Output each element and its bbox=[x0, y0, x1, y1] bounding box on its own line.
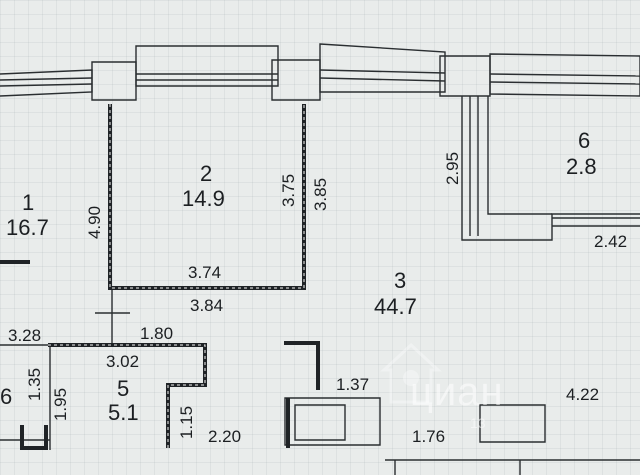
pillar-1 bbox=[91, 61, 137, 101]
room-2-number: 2 bbox=[200, 161, 213, 186]
dim-3-75: 3.75 bbox=[279, 173, 299, 208]
room-5-number: 5 bbox=[117, 376, 130, 401]
room-6-number: 6 bbox=[578, 128, 591, 153]
watermark-brand: циан bbox=[410, 370, 504, 414]
dim-3-84: 3.84 bbox=[190, 296, 224, 315]
fixture-1 bbox=[284, 397, 381, 446]
room-5-area: 5.1 bbox=[108, 400, 139, 425]
dim-3-85: 3.85 bbox=[311, 177, 331, 212]
room-3-area: 44.7 bbox=[374, 294, 417, 319]
dim-4-90: 4.90 bbox=[85, 205, 105, 240]
dim-1-76: 1.76 bbox=[412, 427, 446, 446]
dim-2-42: 2.42 bbox=[594, 232, 628, 251]
fixture-2 bbox=[294, 404, 346, 441]
room-1-number: 1 bbox=[22, 190, 35, 215]
dim-2-95: 2.95 bbox=[443, 151, 463, 186]
fixture-3 bbox=[479, 404, 546, 443]
partition-a bbox=[284, 341, 320, 390]
room-1-area: 16.7 bbox=[6, 215, 49, 240]
cian-logo-icon bbox=[380, 342, 442, 404]
dim-1-35: 1.35 bbox=[25, 367, 45, 402]
dim-1-80: 1.80 bbox=[140, 324, 174, 343]
dim-1-37: 1.37 bbox=[336, 375, 370, 394]
balcony-wall bbox=[461, 96, 640, 241]
watermark-sub: 13 bbox=[470, 415, 486, 431]
room-3-number: 3 bbox=[394, 268, 407, 293]
dim-3-02: 3.02 bbox=[106, 352, 140, 371]
room-6-area: 2.8 bbox=[566, 154, 597, 179]
dim-1-95: 1.95 bbox=[51, 387, 71, 422]
window-strip-left bbox=[0, 69, 93, 97]
dim-1-15: 1.15 bbox=[177, 405, 197, 440]
room-2-area: 14.9 bbox=[182, 186, 225, 211]
dim-4-22: 4.22 bbox=[566, 385, 600, 404]
room-6-partial-number: 6 bbox=[0, 384, 13, 409]
dim-2-20: 2.20 bbox=[208, 427, 242, 446]
pillar-2 bbox=[271, 59, 321, 101]
pillar-3 bbox=[439, 55, 491, 97]
window-strip-right bbox=[319, 43, 446, 93]
dim-3-28: 3.28 bbox=[8, 326, 42, 345]
dim-3-74: 3.74 bbox=[188, 263, 222, 282]
